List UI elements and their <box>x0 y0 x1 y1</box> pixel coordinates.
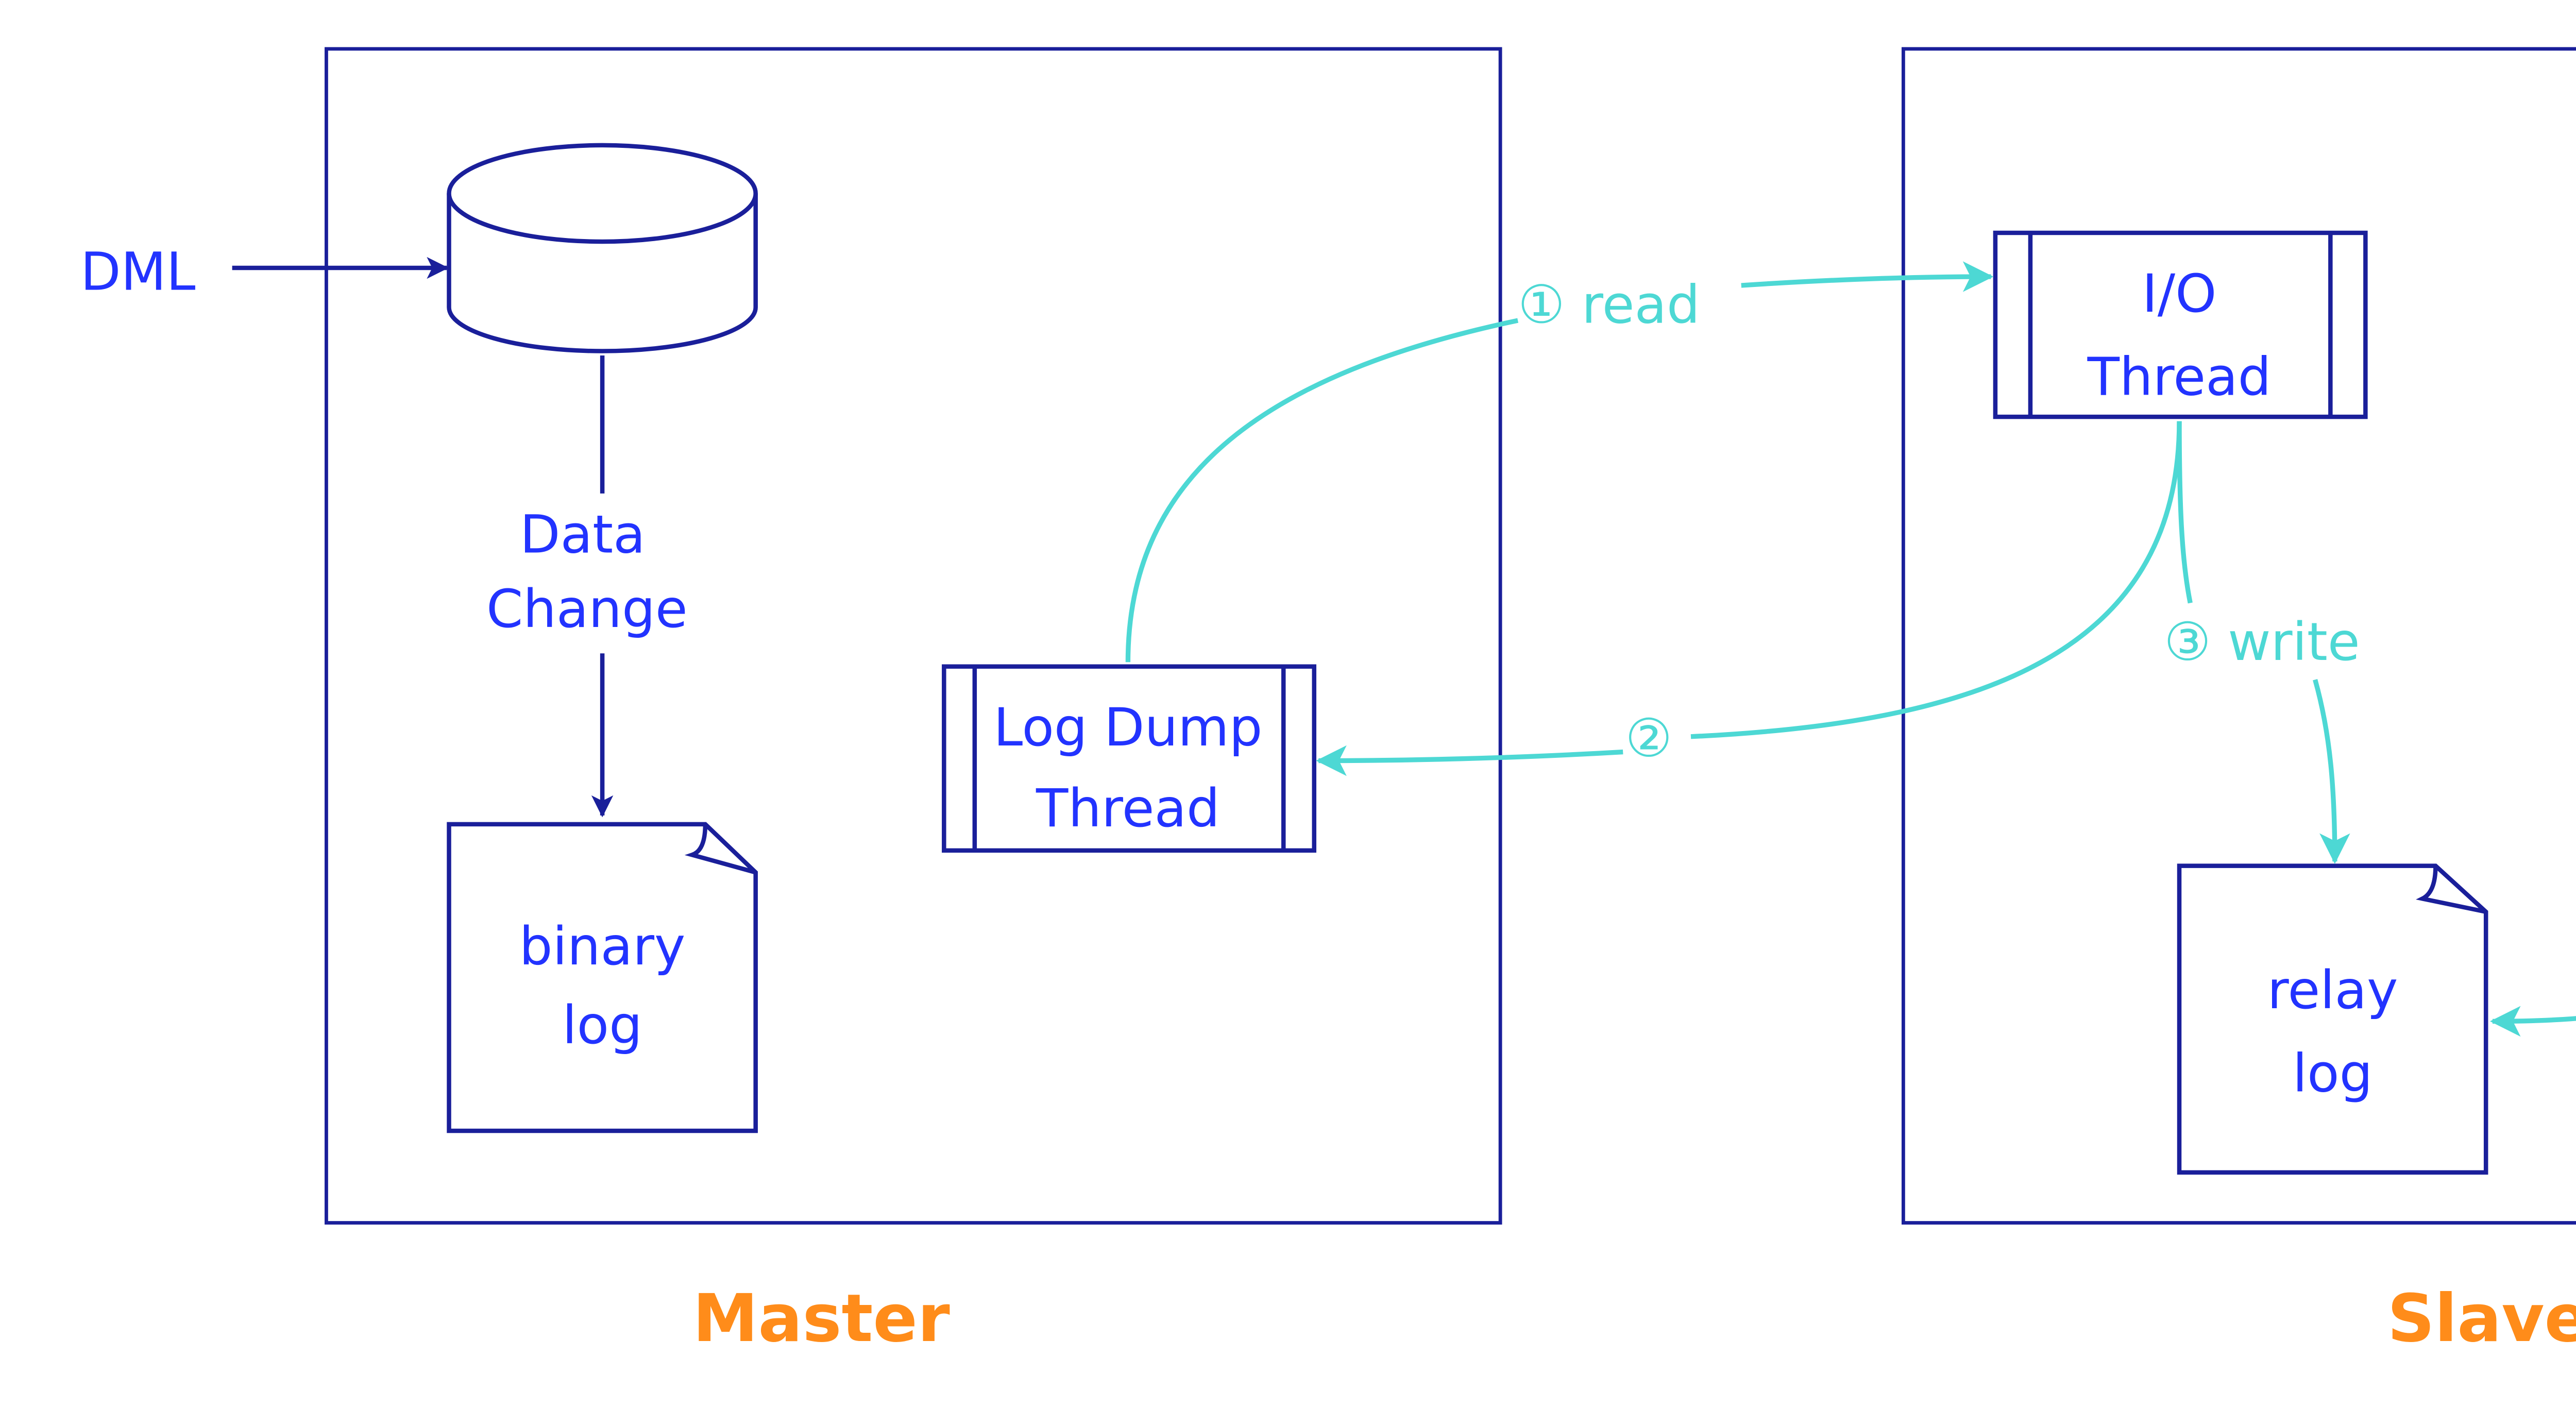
flow-2 <box>1690 421 2182 739</box>
binary-log-file-icon <box>447 822 758 1133</box>
flow-2-label: ② <box>1625 708 1672 769</box>
flow-1-arrow <box>1741 261 1994 292</box>
master-database-icon <box>447 143 758 353</box>
flow-3-arrow <box>2313 678 2350 864</box>
master-title: Master <box>693 1281 950 1357</box>
io-thread-label-2: Thread <box>2087 347 2272 408</box>
dml-label: DML <box>80 242 196 303</box>
flow-3-label: ③ write <box>2164 612 2360 673</box>
binary-log-label-1: binary <box>519 916 686 977</box>
slave-title: Slave <box>2387 1281 2576 1357</box>
data-change-label-2: Change <box>486 579 688 640</box>
log-dump-thread-label-2: Thread <box>1036 778 1220 839</box>
relay-log-file-icon <box>2177 863 2488 1175</box>
flow-2-arrow <box>1316 745 1623 776</box>
binary-log-label-2: log <box>562 995 642 1056</box>
log-dump-thread-label-1: Log Dump <box>993 697 1262 758</box>
io-thread-label-1: I/O <box>2142 263 2217 325</box>
log-dump-thread-box <box>942 664 1317 853</box>
master-container <box>325 47 1502 1225</box>
io-thread-box <box>1993 230 2368 419</box>
data-change-label-1: Data <box>520 504 646 566</box>
flow-4-arrow <box>2489 1006 2576 1037</box>
relay-log-label-2: log <box>2293 1043 2373 1104</box>
flow-3-line <box>2177 421 2193 604</box>
flow-1-label: ① read <box>1518 274 1700 335</box>
slave-container <box>1901 47 2576 1225</box>
flow-1-read <box>1125 318 1519 663</box>
relay-log-label-1: relay <box>2267 960 2398 1021</box>
